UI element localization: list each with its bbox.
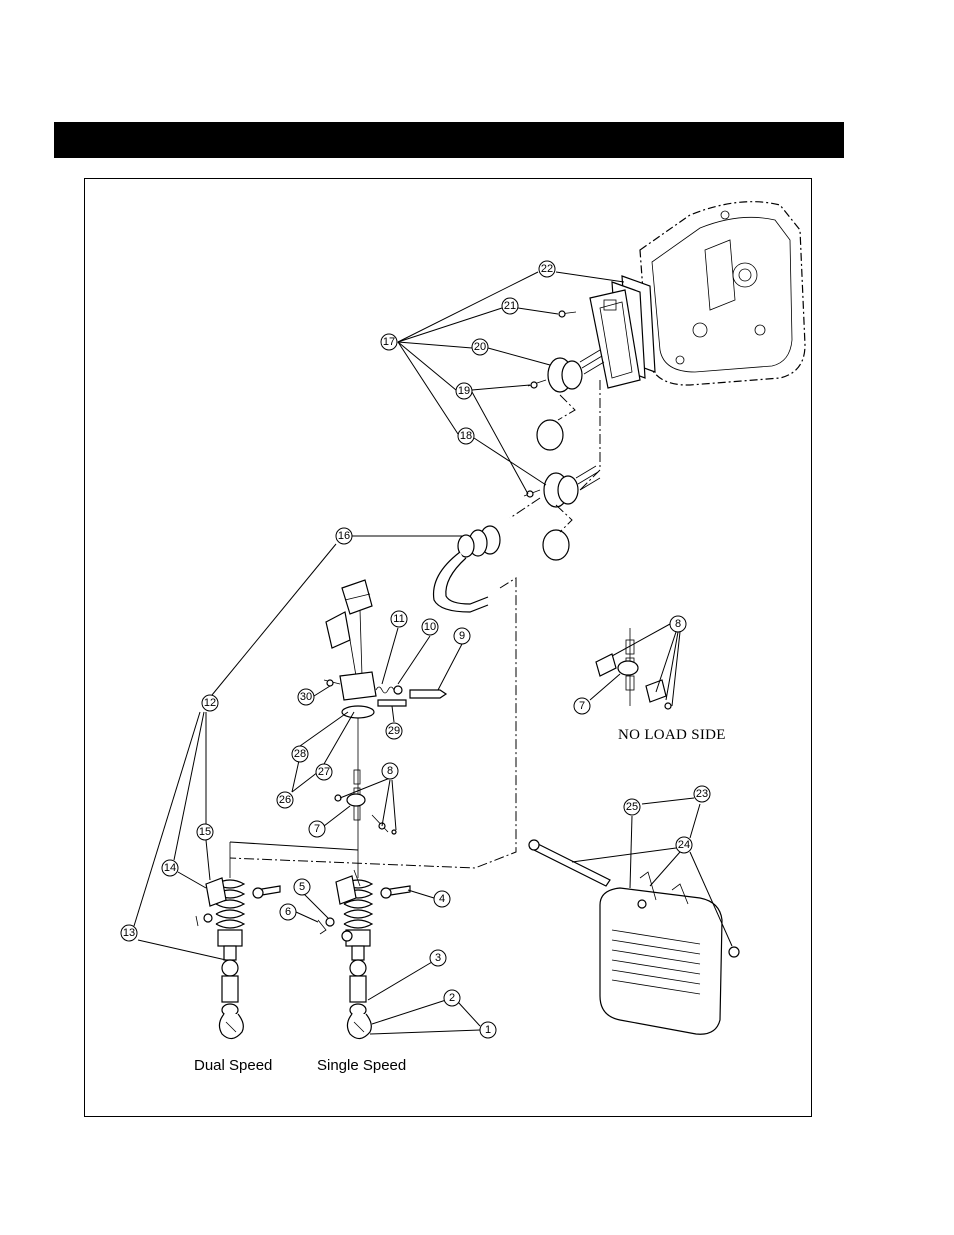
callout-19: 19 <box>455 382 473 400</box>
assembly-lines-top <box>509 380 601 533</box>
svg-text:28: 28 <box>294 748 306 760</box>
callout-5: 5 <box>293 878 311 896</box>
callout-3: 3 <box>429 949 447 967</box>
callout-14: 14 <box>161 859 179 877</box>
svg-text:2: 2 <box>449 992 455 1004</box>
callout-2: 2 <box>443 989 461 1007</box>
callout-28: 28 <box>291 745 309 763</box>
nut-24 <box>728 946 740 958</box>
svg-text:13: 13 <box>123 927 135 939</box>
callout-26: 26 <box>276 791 294 809</box>
bolt-dual <box>252 885 281 899</box>
gearbox-housing <box>639 201 806 386</box>
callout-21: 21 <box>501 297 519 315</box>
diagram-frame <box>84 178 812 1117</box>
bolt-4 <box>380 885 411 899</box>
nut-5 <box>325 917 335 927</box>
spring-11 <box>375 686 395 694</box>
callout-1: 1 <box>479 1021 497 1039</box>
callout-16: 16 <box>335 527 353 545</box>
svg-text:5: 5 <box>299 881 305 893</box>
svg-text:22: 22 <box>541 263 553 275</box>
cover-25 <box>599 871 723 1035</box>
svg-text:23: 23 <box>696 788 708 800</box>
svg-text:7: 7 <box>314 823 320 835</box>
svg-text:15: 15 <box>199 826 211 838</box>
callout-8-center: 8 <box>381 762 399 780</box>
callout-15: 15 <box>196 823 214 841</box>
gasket-plates <box>589 275 656 389</box>
svg-text:4: 4 <box>439 893 445 905</box>
caption-no-load-side: NO LOAD SIDE <box>618 727 726 743</box>
callout-18: 18 <box>457 427 475 445</box>
svg-text:8: 8 <box>387 765 393 777</box>
callout-17: 17 <box>380 333 398 351</box>
callout-23: 23 <box>693 785 711 803</box>
callout-27: 27 <box>315 763 333 781</box>
power-cable <box>432 525 501 613</box>
blanking-plug-lower <box>542 529 570 561</box>
svg-text:21: 21 <box>504 300 516 312</box>
svg-text:20: 20 <box>474 341 486 353</box>
nut-10 <box>393 685 403 695</box>
blanking-plug-upper <box>536 419 564 451</box>
callout-24: 24 <box>675 836 693 854</box>
callout-25: 25 <box>623 798 641 816</box>
link-line-hooks <box>229 841 359 851</box>
assembly-line-cable <box>229 577 517 869</box>
svg-text:16: 16 <box>338 530 350 542</box>
callout-20: 20 <box>471 338 489 356</box>
header-bar <box>54 122 844 158</box>
rod-24 <box>528 839 611 887</box>
svg-text:9: 9 <box>459 630 465 642</box>
dual-speed-hook <box>195 842 246 1040</box>
svg-text:18: 18 <box>460 430 472 442</box>
callout-11: 11 <box>390 610 408 628</box>
callout-30: 30 <box>297 688 315 706</box>
svg-text:30: 30 <box>300 691 312 703</box>
svg-text:10: 10 <box>424 621 436 633</box>
shaft-9 <box>409 689 448 699</box>
bolt-29 <box>377 699 407 707</box>
svg-text:17: 17 <box>383 336 395 348</box>
callout-7-center: 7 <box>308 820 326 838</box>
cable-gland-upper <box>547 349 605 393</box>
no-load-side-inset <box>595 628 672 710</box>
svg-text:12: 12 <box>204 697 216 709</box>
svg-text:3: 3 <box>435 952 441 964</box>
svg-text:24: 24 <box>678 839 690 851</box>
callout-9: 9 <box>453 627 471 645</box>
pin-6 <box>317 919 327 935</box>
cable-gland-lower <box>543 465 601 508</box>
leader-lines <box>133 271 733 1035</box>
callout-6: 6 <box>279 903 297 921</box>
callout-7-inset: 7 <box>573 697 591 715</box>
callout-8-inset: 8 <box>669 615 687 633</box>
svg-text:8: 8 <box>675 618 681 630</box>
svg-text:7: 7 <box>579 700 585 712</box>
svg-text:14: 14 <box>164 862 176 874</box>
caption-dual-speed: Dual Speed <box>194 1057 272 1074</box>
svg-text:1: 1 <box>485 1024 491 1036</box>
svg-text:11: 11 <box>393 613 404 625</box>
single-speed-hook <box>335 869 374 1040</box>
svg-text:27: 27 <box>318 766 330 778</box>
callout-22: 22 <box>538 260 556 278</box>
callout-29: 29 <box>385 722 403 740</box>
screw-19 <box>523 379 547 498</box>
svg-text:6: 6 <box>285 906 291 918</box>
limit-switch-assembly <box>323 579 377 719</box>
svg-text:29: 29 <box>388 725 400 737</box>
svg-text:25: 25 <box>626 801 638 813</box>
caption-single-speed: Single Speed <box>317 1057 406 1074</box>
callout-10: 10 <box>421 618 439 636</box>
screw-21 <box>558 310 577 318</box>
callout-4: 4 <box>433 890 451 908</box>
callout-13: 13 <box>120 924 138 942</box>
callout-12: 12 <box>201 694 219 712</box>
svg-text:26: 26 <box>279 794 291 806</box>
svg-text:19: 19 <box>458 385 470 397</box>
